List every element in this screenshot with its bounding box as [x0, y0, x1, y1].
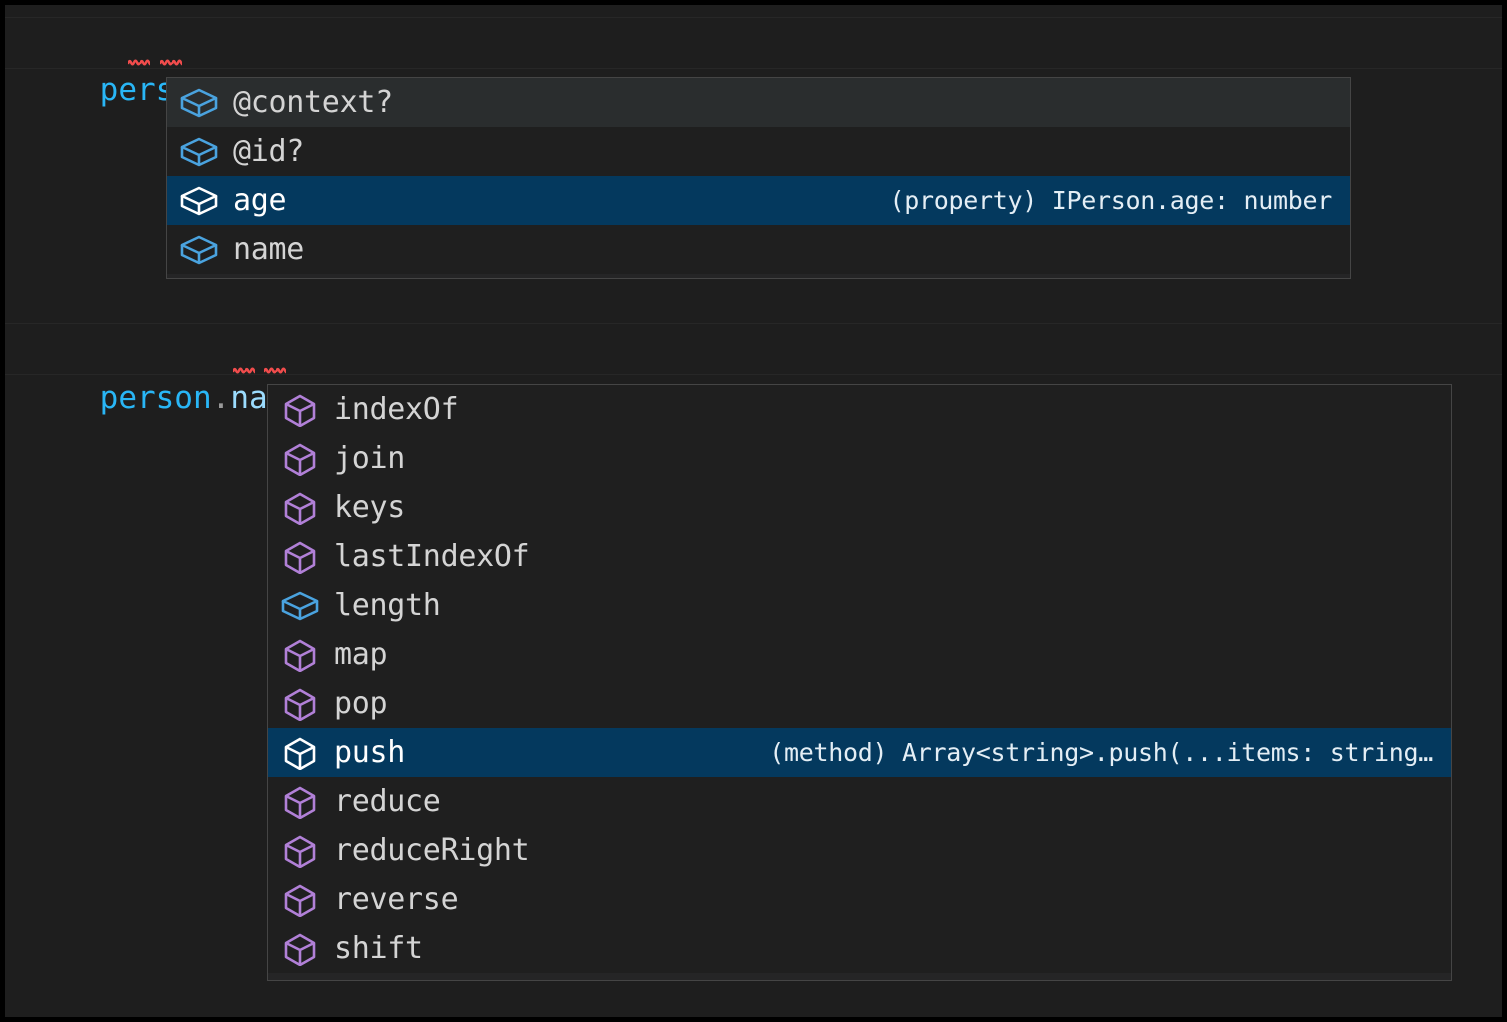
method-cube-icon	[284, 639, 316, 672]
suggest-item-label: length	[334, 588, 441, 623]
method-cube-icon	[284, 492, 316, 525]
suggest-item[interactable]: pop	[268, 679, 1451, 728]
editor-rule	[5, 17, 1502, 18]
suggest-item-label: join	[334, 441, 406, 476]
suggest-item[interactable]: age (property) IPerson.age: number	[167, 176, 1350, 225]
suggest-item[interactable]: @context?	[167, 78, 1350, 127]
suggest-item-label: lastIndexOf	[334, 539, 530, 574]
suggest-item-label: map	[334, 637, 388, 672]
suggest-item[interactable]: name	[167, 225, 1350, 274]
method-cube-icon	[284, 933, 316, 966]
suggest-item-label: age	[233, 183, 287, 218]
suggest-item[interactable]: map	[268, 630, 1451, 679]
suggest-item-label: pop	[334, 686, 388, 721]
error-squiggle	[160, 58, 182, 67]
method-cube-icon	[284, 394, 316, 427]
suggest-item-label: push	[334, 735, 406, 770]
suggest-list-1[interactable]: @context? @id? age (property) IPerson.age: …	[167, 78, 1350, 274]
suggest-item[interactable]: length	[268, 581, 1451, 630]
suggest-item[interactable]: indexOf	[268, 385, 1451, 434]
suggest-item-label: name	[233, 232, 305, 267]
method-cube-icon	[284, 443, 316, 476]
suggest-item-detail: (property) IPerson.age: number	[889, 186, 1332, 215]
suggest-item-label: reverse	[334, 882, 459, 917]
suggest-item-label: shift	[334, 931, 423, 966]
suggest-item-label: reduceRight	[334, 833, 530, 868]
error-squiggle	[128, 58, 150, 67]
token-variable: person	[99, 380, 212, 416]
editor-rule	[5, 323, 1502, 324]
suggest-item-label: reduce	[334, 784, 441, 819]
suggest-item-label: @context?	[233, 85, 393, 120]
suggest-item[interactable]: push (method) Array<string>.push(...items…	[268, 728, 1451, 777]
suggest-item[interactable]: reduce	[268, 777, 1451, 826]
suggest-item-detail: (method) Array<string>.push(...items: st…	[769, 738, 1433, 767]
property-cube-icon	[180, 137, 218, 166]
suggest-item[interactable]: @id?	[167, 127, 1350, 176]
method-cube-icon	[284, 688, 316, 721]
suggest-item[interactable]: reverse	[268, 875, 1451, 924]
editor-surface: person.; person.name.; @context?@id?age(…	[5, 5, 1502, 1017]
suggest-item-label: @id?	[233, 134, 305, 169]
method-cube-icon	[284, 786, 316, 819]
suggest-widget-2[interactable]: indexOf join keys lastIndexOf length map pop pu…	[267, 384, 1452, 981]
code-line-2[interactable]: person.name.;	[25, 329, 343, 416]
property-cube-icon	[281, 591, 319, 620]
property-cube-icon	[180, 186, 218, 215]
method-cube-icon	[284, 541, 316, 574]
suggest-item-label: keys	[334, 490, 406, 525]
suggest-list-2[interactable]: indexOf join keys lastIndexOf length map pop pu…	[268, 385, 1451, 973]
suggest-item[interactable]: shift	[268, 924, 1451, 973]
property-cube-icon	[180, 235, 218, 264]
editor-rule	[5, 374, 1502, 375]
suggest-item-label: indexOf	[334, 392, 459, 427]
suggest-item[interactable]: reduceRight	[268, 826, 1451, 875]
editor-rule	[5, 68, 1502, 69]
error-squiggle	[264, 366, 286, 375]
error-squiggle	[233, 366, 255, 375]
token-dot: .	[211, 380, 231, 416]
method-cube-icon	[284, 884, 316, 917]
method-cube-icon	[284, 835, 316, 868]
suggest-item[interactable]: join	[268, 434, 1451, 483]
method-cube-icon	[284, 737, 316, 770]
property-cube-icon	[180, 88, 218, 117]
suggest-widget-1[interactable]: @context? @id? age (property) IPerson.age: …	[166, 77, 1351, 279]
suggest-item[interactable]: keys	[268, 483, 1451, 532]
suggest-item[interactable]: lastIndexOf	[268, 532, 1451, 581]
